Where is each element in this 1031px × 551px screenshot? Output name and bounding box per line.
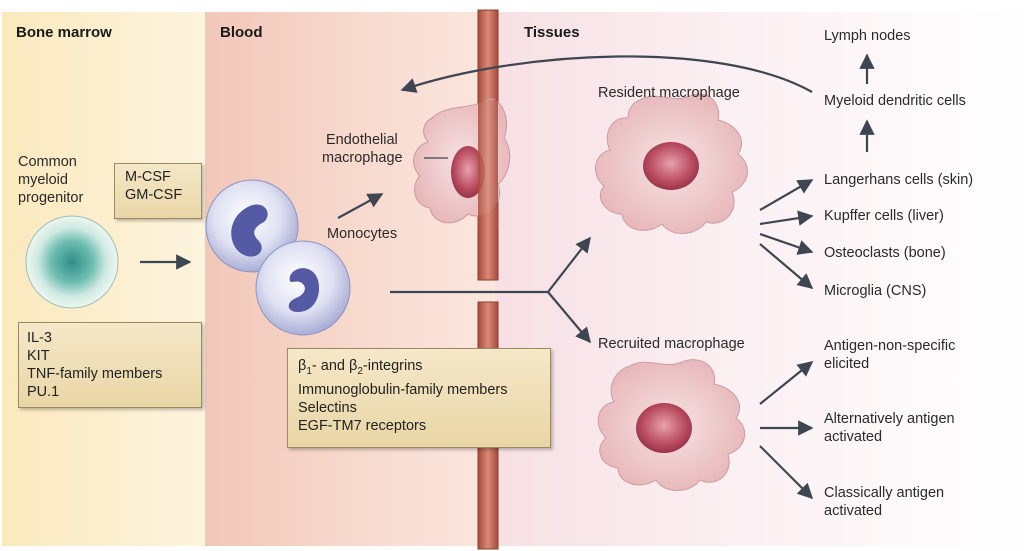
blood-panel (205, 12, 495, 546)
endothelial-nucleus (451, 146, 485, 198)
arrow-to-microglia (759, 243, 814, 289)
monocyte-lower (255, 240, 351, 336)
header-bone-marrow: Bone marrow (16, 24, 112, 41)
arrow-to-osteoclasts (759, 232, 814, 255)
lymph-nodes-label: Lymph nodes (824, 28, 911, 44)
recruited-type-alternative-line-2: activated (824, 429, 883, 445)
resident-type-osteoclasts: Osteoclasts (bone) (824, 245, 946, 261)
arrow-to-resident (547, 236, 591, 293)
adhesion-molecule-box: β1- and β2-integrins Immunoglobulin-fami… (287, 348, 551, 448)
arrow-to-recruited (547, 291, 591, 344)
recruited-type-classical-line-2: activated (824, 503, 883, 519)
adhesion-item: Immunoglobulin-family members (298, 381, 508, 398)
vessel-overlap (478, 100, 498, 230)
csf-item: M-CSF (125, 169, 171, 185)
recruited-type-classical-line-1: Classically antigen (824, 485, 945, 501)
arrow-to-kupffer (759, 210, 814, 226)
myeloid-dendritic-cells-label: Myeloid dendritic cells (824, 93, 966, 109)
recruited-type-alternative-line-1: Alternatively antigen (824, 411, 955, 427)
resident-type-langerhans: Langerhans cells (skin) (824, 172, 974, 188)
factor-item: IL-3 (27, 330, 52, 346)
factor-item: KIT (27, 348, 50, 364)
adhesion-item: EGF-TM7 receptors (298, 417, 427, 434)
recruited-macrophage-label: Recruited macrophage (598, 336, 745, 352)
recruited-type-elicited-line-2: elicited (824, 356, 870, 372)
myeloid-progenitor-cell (25, 215, 119, 309)
csf-box: M-CSF GM-CSF (114, 163, 202, 219)
header-blood: Blood (220, 24, 263, 41)
csf-item: GM-CSF (125, 187, 183, 203)
endothelial-label-line-2: macrophage (322, 150, 403, 166)
resident-type-kupffer: Kupffer cells (liver) (824, 208, 944, 224)
adhesion-item: Selectins (298, 399, 357, 416)
factor-item: PU.1 (27, 384, 60, 400)
monocyte-upper (205, 179, 299, 273)
integrin-line: β1- and β2-integrins (298, 358, 423, 377)
resident-type-microglia: Microglia (CNS) (824, 283, 927, 299)
recruited-type-elicited-line-1: Antigen-non-specific (824, 338, 956, 354)
monocytes-label: Monocytes (327, 226, 398, 242)
resident-nucleus (643, 142, 699, 190)
progenitor-label-line-3: progenitor (18, 190, 84, 206)
arrow-monocyte-to-endothelial (337, 193, 384, 219)
recruited-nucleus (636, 403, 692, 453)
endothelial-label-line-1: Endothelial (326, 132, 398, 148)
factor-item: TNF-family members (27, 366, 163, 382)
tissues-panel (495, 12, 1031, 546)
arrow-to-langerhans (759, 179, 814, 211)
arrow-to-classically (759, 445, 814, 500)
arrow-to-elicited (759, 361, 814, 405)
progenitor-label-line-1: Common (18, 154, 77, 170)
progenitor-label-line-2: myeloid (18, 172, 68, 188)
factor-box: IL-3 KIT TNF-family members PU.1 (18, 322, 202, 408)
resident-macrophage-label: Resident macrophage (598, 85, 740, 101)
arrow-return-to-blood (400, 55, 813, 93)
header-tissues: Tissues (524, 24, 580, 41)
